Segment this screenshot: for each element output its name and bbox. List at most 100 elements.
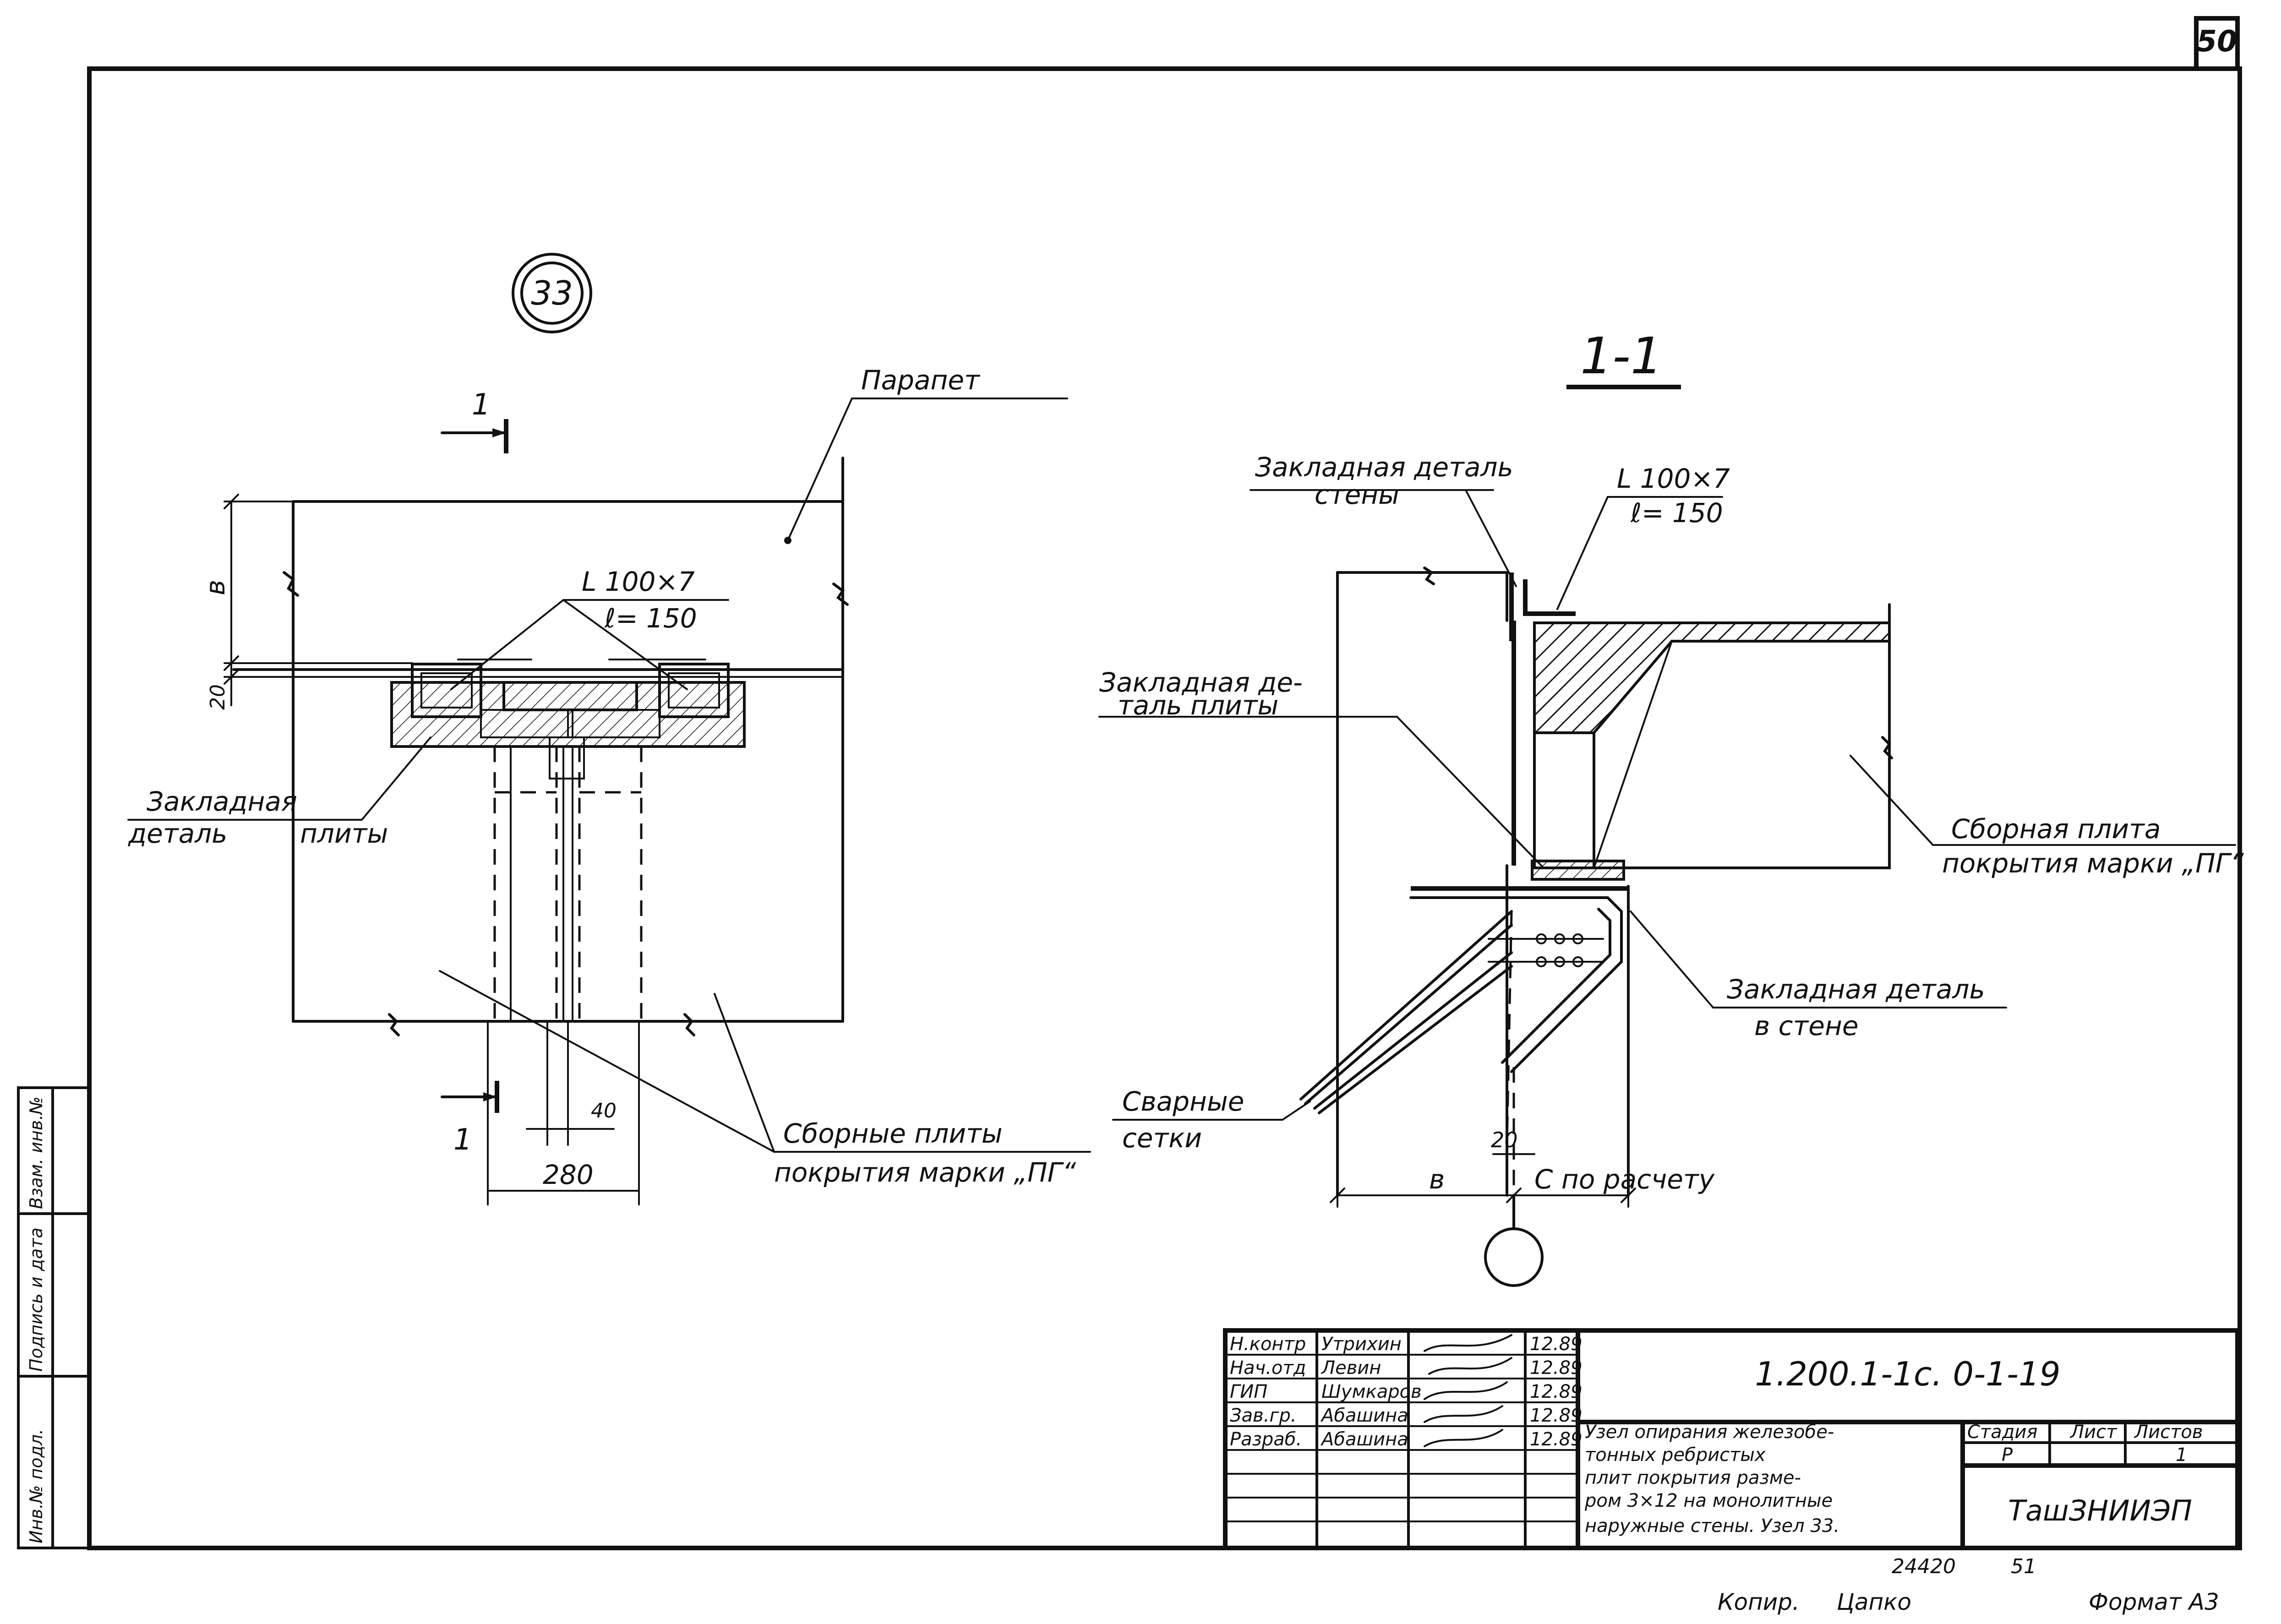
leader-slab-2 bbox=[714, 993, 775, 1153]
tb-row-2: ГИП Шумкаров 12.89 bbox=[1230, 1381, 1583, 1402]
footer-number-left: 24420 bbox=[1892, 1555, 1956, 1578]
mesh-dot bbox=[1554, 956, 1565, 967]
section-dim-b: в bbox=[1429, 1164, 1445, 1195]
tb-row-3: Зав.гр. Абашина 12.89 bbox=[1230, 1405, 1583, 1426]
break-mark bbox=[283, 571, 299, 597]
tb-desc-line-3: ром 3×12 на монолитные bbox=[1584, 1490, 1833, 1511]
plan-slabs-line2: покрытия марки „ПГ“ bbox=[774, 1157, 1076, 1188]
footer-copied: Копир. bbox=[1718, 1589, 1800, 1615]
section-angle-length: ℓ= 150 bbox=[1630, 497, 1723, 529]
section-slab-line1: Сборная плита bbox=[1951, 813, 2161, 845]
tb-date: 12.89 bbox=[1530, 1334, 1583, 1355]
plan-embedded-line2: деталь bbox=[128, 818, 227, 849]
stamp-replace-inv: Взам. инв.№ bbox=[26, 1096, 46, 1209]
dim-tick bbox=[1330, 1188, 1345, 1203]
title-block: Н.контр Утрихин 12.89 Нач.отд Левин 12.8… bbox=[1223, 1328, 2240, 1550]
sheet-frame bbox=[87, 66, 2242, 1550]
mesh-dot bbox=[1536, 933, 1547, 944]
leader-wall-detail bbox=[1630, 910, 1714, 1008]
section-angle bbox=[1523, 579, 1576, 616]
tb-name: Абашина bbox=[1320, 1429, 1408, 1450]
section-view: 1-1 bbox=[1098, 327, 2244, 1287]
bearing-plate bbox=[1531, 860, 1625, 881]
side-stamp: Инв.№ подл. Подпись и дата Взам. инв.№ bbox=[17, 1086, 91, 1549]
cut-label-top: 1 bbox=[472, 388, 491, 422]
tb-role: Н.контр bbox=[1230, 1334, 1306, 1355]
tb-stage-value: Р bbox=[2002, 1444, 2013, 1466]
signature bbox=[1424, 1381, 1508, 1400]
section-mesh-line1: Сварные bbox=[1122, 1086, 1244, 1117]
tb-name: Утрихин bbox=[1321, 1334, 1402, 1355]
leader-slab-1 bbox=[439, 970, 775, 1153]
tb-row-0: Н.контр Утрихин 12.89 bbox=[1230, 1334, 1583, 1355]
leader-parapet bbox=[787, 398, 853, 541]
signature bbox=[1428, 1357, 1512, 1375]
tb-role: Зав.гр. bbox=[1230, 1405, 1297, 1426]
angle-right bbox=[658, 663, 730, 718]
section-angle-profile: L 100×7 bbox=[1617, 463, 1730, 494]
tb-desc-line-1: тонных ребристых bbox=[1585, 1444, 1766, 1466]
leader-dot bbox=[784, 537, 791, 544]
rib-joint-hatch bbox=[549, 736, 585, 779]
plan-embedded-line1: Закладная bbox=[147, 786, 297, 817]
plan-dim-20: 20 bbox=[206, 684, 229, 710]
section-wall-embed-line2: стены bbox=[1315, 479, 1399, 510]
break-mark bbox=[1423, 567, 1435, 585]
dim-tick bbox=[224, 655, 239, 671]
tb-name: Шумкаров bbox=[1321, 1381, 1422, 1402]
mesh-dot bbox=[1536, 956, 1547, 967]
section-slab-embed-line2: таль плиты bbox=[1118, 690, 1278, 721]
center-plate bbox=[502, 681, 638, 711]
plan-slabs-line1: Сборные плиты bbox=[783, 1118, 1003, 1149]
tb-desc-line-0: Узел опирания железобе- bbox=[1585, 1422, 1834, 1443]
section-slab-embed-line1: Закладная де- bbox=[1099, 667, 1303, 698]
mesh-diagonal bbox=[1299, 910, 1513, 1101]
section-slab-line2: покрытия марки „ПГ“ bbox=[1942, 848, 2244, 879]
section-wall-detail-line2: в стене bbox=[1754, 1010, 1859, 1041]
angle-right-inner bbox=[668, 672, 720, 708]
section-dim-20: 20 bbox=[1491, 1128, 1518, 1152]
dim-tick bbox=[224, 669, 239, 685]
cut-label-bottom: 1 bbox=[453, 1123, 472, 1157]
plan-embedded-line3: плиты bbox=[300, 818, 388, 849]
leader-angle-right bbox=[562, 599, 688, 690]
tb-role: Разраб. bbox=[1230, 1429, 1302, 1450]
stamp-inv-orig: Инв.№ подл. bbox=[26, 1429, 46, 1543]
tb-date: 12.89 bbox=[1530, 1357, 1583, 1379]
sheet-number: 50 bbox=[2196, 25, 2237, 59]
plan-dim-40: 40 bbox=[591, 1099, 617, 1123]
tb-role: Нач.отд bbox=[1230, 1357, 1306, 1379]
plan-dim-280: 280 bbox=[543, 1159, 594, 1190]
break-mark bbox=[832, 583, 849, 606]
footer-copier-name: Цапко bbox=[1837, 1589, 1911, 1615]
cut-arrowhead-top bbox=[492, 428, 506, 437]
tb-name: Абашина bbox=[1320, 1405, 1408, 1426]
slab-hatched-section bbox=[1533, 621, 1891, 734]
mesh-bar bbox=[1501, 908, 1611, 1064]
tb-row-4: Разраб. Абашина 12.89 bbox=[1230, 1429, 1583, 1450]
break-mark bbox=[388, 1013, 400, 1036]
mesh-bar bbox=[1506, 911, 1513, 1145]
dim-tick bbox=[1506, 1188, 1522, 1203]
tb-sheets-header: Листов bbox=[2134, 1422, 2203, 1443]
section-wall-detail-line1: Закладная деталь bbox=[1727, 974, 1985, 1005]
sheet-number-box bbox=[2194, 16, 2240, 69]
section-mesh-line2: сетки bbox=[1122, 1123, 1202, 1154]
axis-bubble bbox=[1484, 1227, 1544, 1287]
tb-role: ГИП bbox=[1230, 1381, 1267, 1402]
node-mark-outer-circle bbox=[512, 253, 592, 333]
cut-arrowhead-bottom bbox=[483, 1092, 497, 1101]
plan-view: 1 1 bbox=[127, 365, 1091, 1205]
signature bbox=[1424, 1405, 1503, 1423]
tb-row-1: Нач.отд Левин 12.89 bbox=[1230, 1357, 1583, 1379]
mesh-diagonal bbox=[1313, 951, 1513, 1110]
leader-section-angle bbox=[1556, 496, 1609, 610]
footer: 24420 51 Копир. Цапко Формат А3 bbox=[1718, 1555, 2219, 1615]
tb-date: 12.89 bbox=[1530, 1381, 1583, 1402]
footer-format: Формат А3 bbox=[2089, 1589, 2219, 1615]
leader-angle-left bbox=[450, 599, 564, 690]
section-wall-embed-line1: Закладная деталь bbox=[1255, 452, 1513, 483]
leader-wall-embed bbox=[1465, 489, 1517, 587]
